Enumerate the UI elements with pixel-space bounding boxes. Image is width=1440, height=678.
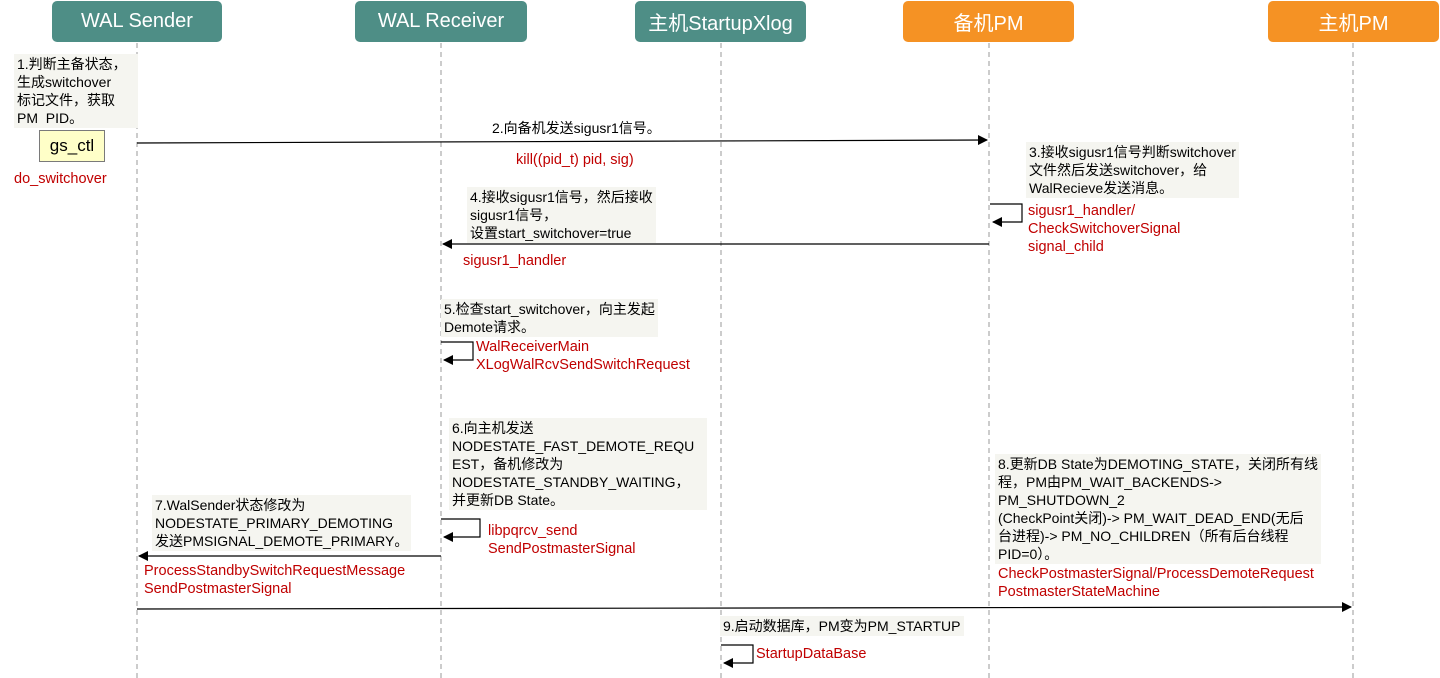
self-arrow-5 <box>441 341 474 365</box>
step-5-function: WalReceiverMain XLogWalRcvSendSwitchRequ… <box>476 339 690 373</box>
participant-standby-pm: 备机PM <box>903 1 1074 42</box>
step-7-function: ProcessStandbySwitchRequestMessage SendP… <box>144 563 406 597</box>
participant-primary-startup-xlog: 主机StartupXlog <box>635 1 806 42</box>
step-2-function: kill((pid_t) pid, sig) <box>516 152 634 168</box>
participant-wal-sender: WAL Sender <box>52 1 222 42</box>
step-7-note: 7.WalSender状态修改为 NODESTATE_PRIMARY_DEMOT… <box>152 495 412 551</box>
step-5-note: 5.检查start_switchover，向主发起 Demote请求。 <box>441 299 658 337</box>
step-4-function: sigusr1_handler <box>463 253 567 269</box>
participant-primary-pm: 主机PM <box>1268 1 1439 42</box>
step-8-function: CheckPostmasterSignal/ProcessDemoteReque… <box>998 566 1314 600</box>
step-3-note: 3.接收sigusr1信号判断switchover 文件然后发送switchov… <box>1026 142 1239 198</box>
self-arrow-6 <box>441 518 481 542</box>
message-arrow-8 <box>136 602 1352 613</box>
step-9-function: StartupDataBase <box>756 646 867 662</box>
step-9-note: 9.启动数据库，PM变为PM_STARTUP <box>720 616 964 636</box>
self-arrow-9 <box>721 644 754 668</box>
gs-ctl-box: gs_ctl <box>39 130 105 162</box>
step-3-function: sigusr1_handler/ CheckSwitchoverSignal s… <box>1028 203 1181 255</box>
step-4-note: 4.接收sigusr1信号，然后接收 sigusr1信号， 设置start_sw… <box>467 187 656 243</box>
step-8-note: 8.更新DB State为DEMOTING_STATE，关闭所有线 程，PM由P… <box>995 454 1321 564</box>
step-6-note: 6.向主机发送 NODESTATE_FAST_DEMOTE_REQU EST，备… <box>449 418 707 510</box>
message-arrow-2 <box>136 135 988 146</box>
step-1-function: do_switchover <box>14 171 107 187</box>
self-arrow-3 <box>990 203 1023 227</box>
step-2-label: 2.向备机发送sigusr1信号。 <box>492 120 661 136</box>
step-6-function: libpqrcv_send SendPostmasterSignal <box>488 523 636 557</box>
step-1-note: 1.判断主备状态， 生成switchover 标记文件，获取 PM PID。 <box>14 54 138 128</box>
participant-wal-receiver: WAL Receiver <box>355 1 527 42</box>
